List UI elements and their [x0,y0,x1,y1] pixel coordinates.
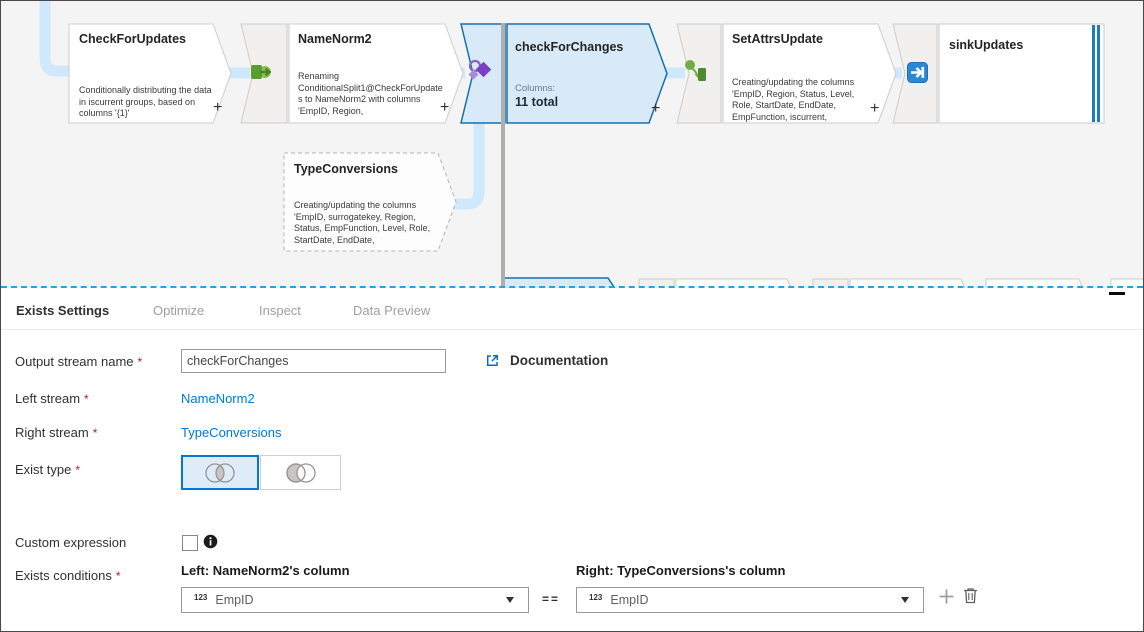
integer-type-icon: 123 [589,592,603,602]
chevron-down-icon [901,597,909,603]
required-asterisk: * [115,569,121,583]
node-typeconversions-shape[interactable] [283,152,457,252]
right-stream-link[interactable]: TypeConversions [181,425,282,440]
dataflow-canvas[interactable]: CheckForUpdates Conditionally distributi… [1,1,1143,288]
info-icon[interactable] [203,534,218,554]
node-desc-typeconversions: Creating/updating the columns 'EmpID, su… [294,200,431,245]
chevron-down-icon [506,597,514,603]
exists-conditions-label: Exists conditions* [15,568,121,583]
node-desc-setattrsupdate: Creating/updating the columns 'EmpID, Re… [732,77,855,122]
node-desc-checkforupdates: Conditionally distributing the data in i… [79,85,212,119]
add-transform-button-2[interactable]: + [440,99,450,116]
exists-settings-panel: Exists Settings Optimize Inspect Data Pr… [1,288,1143,631]
node-title-namenorm2[interactable]: NameNorm2 [298,32,372,46]
connector-incoming [39,1,70,77]
required-asterisk: * [92,426,98,440]
required-asterisk: * [137,355,143,369]
node-title-typeconversions[interactable]: TypeConversions [294,162,398,176]
connector-typeconversions-3 [450,122,485,210]
node-title-sinkupdates[interactable]: sinkUpdates [949,38,1024,52]
exist-type-label: Exist type* [15,462,81,477]
exists-transform-icon [467,58,493,88]
sink-end-bar-1 [1092,25,1095,122]
derived-column-transform-icon [684,59,708,88]
left-column-dropdown[interactable]: 123 EmpID [181,587,529,613]
node-setattrsupdate-shape[interactable] [722,23,897,124]
collapse-panel-handle-icon[interactable] [1109,292,1125,295]
node-checkforupdates-shape[interactable] [68,23,232,124]
tab-exists-settings[interactable]: Exists Settings [16,303,110,318]
external-link-icon [486,354,499,367]
documentation-label: Documentation [510,353,609,368]
venn-doesnt-exist-icon [285,462,316,483]
required-asterisk: * [75,463,81,477]
documentation-link[interactable]: Documentation [485,353,608,368]
add-transform-button-1[interactable]: + [213,99,223,116]
node-title-setattrsupdate[interactable]: SetAttrsUpdate [732,32,823,46]
node-columns-value: 11 total [515,95,559,109]
exist-type-exists-button[interactable] [181,455,259,490]
select-transform-icon [250,63,272,87]
custom-expression-label: Custom expression [15,535,127,550]
integer-type-icon: 123 [194,592,208,602]
right-column-dropdown[interactable]: 123 EmpID [576,587,924,613]
left-column-header: Left: NameNorm2's column [181,563,350,578]
custom-expression-checkbox[interactable] [182,535,198,551]
left-stream-link[interactable]: NameNorm2 [181,391,255,406]
output-stream-name-label: Output stream name* [15,354,143,369]
node-namenorm2-shape[interactable] [288,23,464,124]
exist-type-doesnt-exist-button[interactable] [260,455,341,490]
node-checkforchanges-shape[interactable] [506,23,668,124]
add-transform-button-3[interactable]: + [651,100,661,117]
equals-operator: == [542,592,561,606]
node-title-checkforupdates[interactable]: CheckForUpdates [79,32,186,46]
canvas-scrollbar[interactable] [501,23,505,288]
right-stream-label: Right stream* [15,425,98,440]
node-sinkupdates-shape[interactable] [938,23,1105,124]
tab-optimize[interactable]: Optimize [153,303,205,318]
graph-shapes [39,1,1143,288]
venn-exists-icon [205,462,235,483]
trash-icon [964,588,977,604]
node-columns-label: Columns: [515,83,556,94]
sink-icon [907,62,928,88]
right-column-value: EmpID [610,593,649,607]
left-column-value: EmpID [215,593,254,607]
tab-inspect[interactable]: Inspect [259,303,301,318]
left-stream-label: Left stream* [15,391,89,406]
panel-splitter[interactable] [1,286,1143,288]
tab-data-preview[interactable]: Data Preview [353,303,431,318]
add-condition-button[interactable] [938,588,955,610]
right-column-header: Right: TypeConversions's column [576,563,786,578]
node-desc-namenorm2: Renaming ConditionalSplit1@CheckForUpdat… [298,71,443,116]
sink-end-bar-2 [1097,25,1100,122]
add-transform-button-4[interactable]: + [870,100,880,117]
node-title-checkforchanges[interactable]: checkForChanges [515,40,624,54]
delete-condition-button[interactable] [963,587,978,609]
output-stream-name-input[interactable] [181,349,446,373]
tab-separator [1,329,1143,330]
required-asterisk: * [84,392,89,406]
